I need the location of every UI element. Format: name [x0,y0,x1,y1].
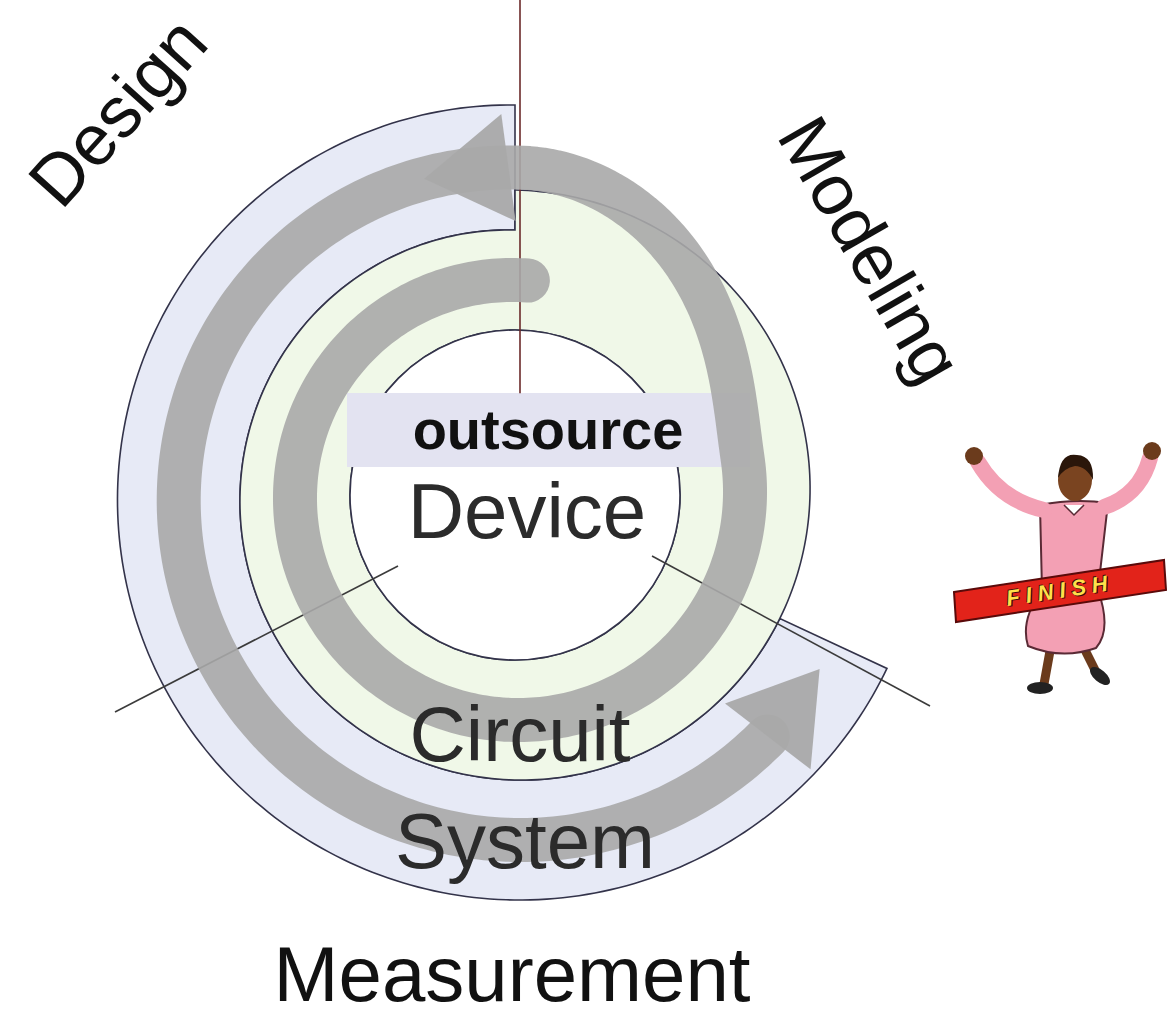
sector-line [652,556,930,706]
figure-arm [978,462,1044,510]
spiral-arrow [179,114,820,840]
ring-label: Circuit [409,692,630,778]
figure-hair [1058,455,1093,480]
banner-text: FINISH [1005,571,1116,611]
sector-label: Modeling [763,104,978,397]
figure-hand [965,447,983,465]
circuit-ring: Circuit Device outsource [205,185,825,805]
spiral-arrow-head [424,114,515,221]
outsource-box: outsource [347,393,750,467]
sector-line [115,566,398,712]
figure-leg [1044,640,1052,684]
device-outline [350,330,680,660]
sector-label: Measurement [274,932,751,1018]
figure-head [1058,459,1092,501]
figure-collar [1064,505,1084,515]
sector-label: Design [14,2,223,222]
finish-figure [954,442,1166,694]
spiral-arrow-head [725,669,820,769]
sector-lines [115,0,930,712]
box-label: outsource [413,399,684,461]
finish-banner [954,560,1166,622]
figure-leg [1080,640,1096,672]
figure-hand [1143,442,1161,460]
sector-line [519,0,521,393]
device-circle: Device [347,327,683,663]
figure-shoe [1027,682,1053,694]
circuit-ring-band [240,190,810,780]
system-ring-band [117,105,886,900]
ring-label: Device [408,469,646,555]
figure-shoe [1087,664,1113,689]
figure-arm [1104,458,1150,507]
spiral-arrow-shaft [179,167,768,840]
ring-label: System [395,799,655,885]
